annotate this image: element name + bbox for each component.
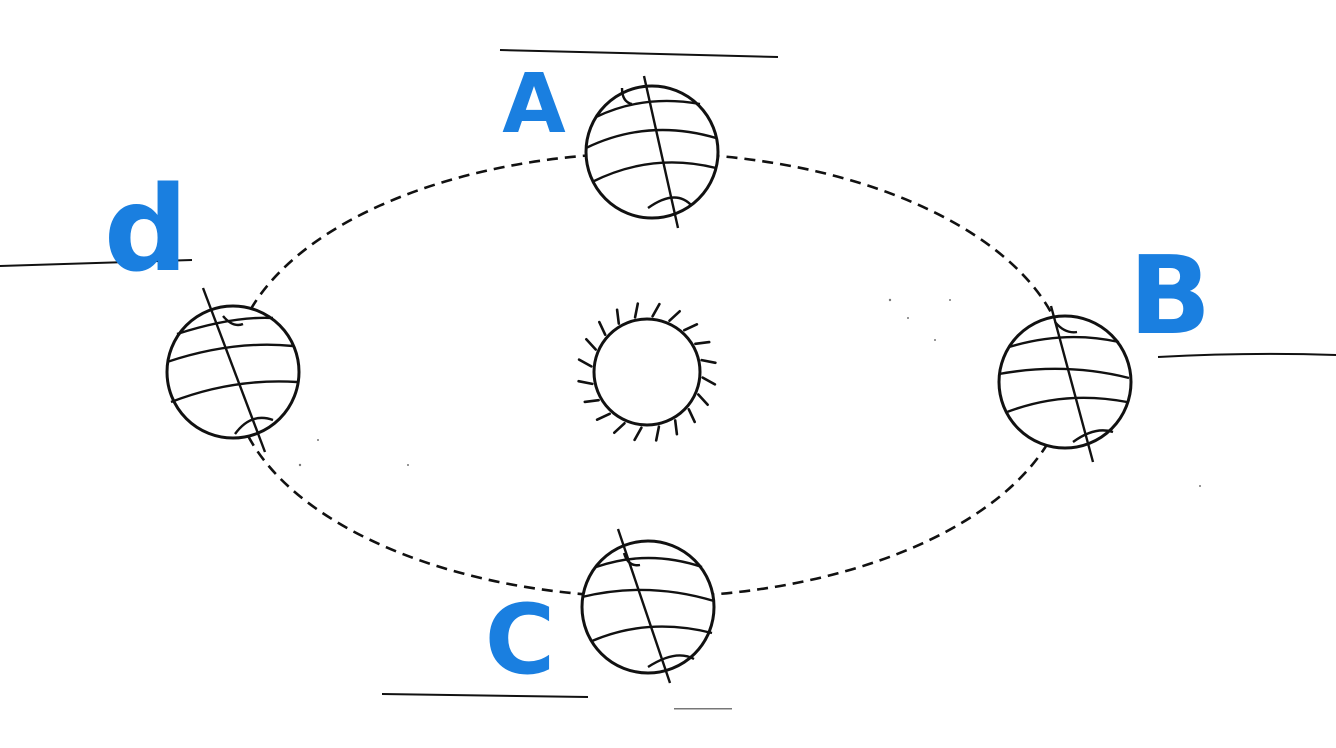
- sun-ray: [597, 320, 607, 337]
- sun-ray: [633, 302, 640, 319]
- earth-globe-icon-a: [584, 75, 720, 229]
- label-b: B: [1129, 234, 1211, 359]
- sun-ray: [651, 302, 661, 318]
- sun-ray: [696, 393, 710, 407]
- sun-ray: [673, 419, 679, 436]
- label-a: A: [502, 57, 566, 152]
- sun-ray: [595, 412, 612, 422]
- blank-line-right: [1157, 352, 1336, 358]
- sun-ray: [583, 398, 600, 404]
- label-c: C: [485, 584, 555, 696]
- sun-icon: [577, 302, 717, 442]
- blank-line-top: [499, 49, 779, 58]
- blank-line-left: [0, 259, 193, 267]
- sun-ray: [577, 358, 593, 368]
- sun-ray: [700, 358, 717, 365]
- sun-ray: [682, 322, 699, 332]
- earth-globe-icon-c: [580, 528, 716, 684]
- sun-ray: [584, 337, 598, 351]
- earth-globe-icon-d: [165, 287, 301, 453]
- sun-ray: [612, 421, 626, 435]
- scan-noise: [298, 298, 1201, 710]
- sun-ray: [577, 379, 594, 386]
- label-d: d: [104, 160, 188, 298]
- sun-ray: [668, 309, 682, 323]
- answer-blank-lines: [0, 49, 1336, 698]
- sun-ray: [654, 425, 661, 442]
- sun-ray: [633, 426, 643, 442]
- blank-line-bottom: [381, 693, 589, 698]
- sun-ray: [687, 407, 697, 424]
- earth-globe-icon-b: [997, 305, 1133, 463]
- sun-ray: [694, 340, 711, 346]
- sun-ray: [701, 376, 717, 386]
- sun-ray: [615, 308, 621, 325]
